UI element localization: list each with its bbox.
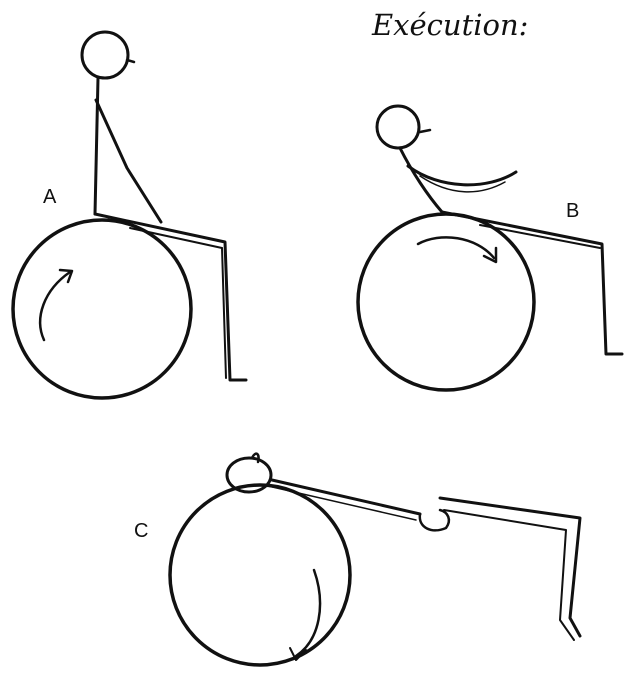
torso-c-lower xyxy=(267,485,417,521)
hand-c xyxy=(418,508,451,532)
thigh-a-lower xyxy=(129,227,223,249)
thigh-b-lower xyxy=(479,224,601,249)
arm-a xyxy=(94,98,163,224)
rotation-arrow-b xyxy=(416,236,496,260)
rotation-arrow-a xyxy=(39,270,72,342)
panel-label-b: B xyxy=(566,200,580,222)
nose-b xyxy=(418,128,432,134)
head-a xyxy=(80,30,130,80)
arm-b xyxy=(406,164,518,187)
panel-label-a: A xyxy=(43,186,57,208)
panel-a-figure xyxy=(11,30,248,400)
leg-c-inner xyxy=(443,509,575,641)
leg-b xyxy=(440,210,624,356)
torso-a xyxy=(93,76,100,216)
panel-c-figure xyxy=(168,452,582,667)
arrow-head-c xyxy=(289,647,307,661)
torso-c xyxy=(270,478,422,516)
nose-c xyxy=(250,452,260,464)
torso-b xyxy=(398,146,444,214)
ball-c xyxy=(168,483,352,667)
nose-a xyxy=(125,58,136,64)
arm-b-inner xyxy=(419,175,506,193)
leg-c xyxy=(438,496,582,638)
head-c xyxy=(225,456,273,494)
panel-b-figure xyxy=(356,104,624,392)
diagram-title: Exécution: xyxy=(372,8,529,42)
arrow-head-b xyxy=(482,246,498,264)
motion-arc-c xyxy=(294,568,322,658)
arrow-head-a xyxy=(58,268,74,284)
head-b xyxy=(375,104,421,150)
ball-b xyxy=(356,212,536,392)
shin-a-inner xyxy=(221,247,227,379)
ball-a xyxy=(11,218,193,400)
leg-a xyxy=(93,212,248,382)
panel-label-c: C xyxy=(134,520,149,542)
